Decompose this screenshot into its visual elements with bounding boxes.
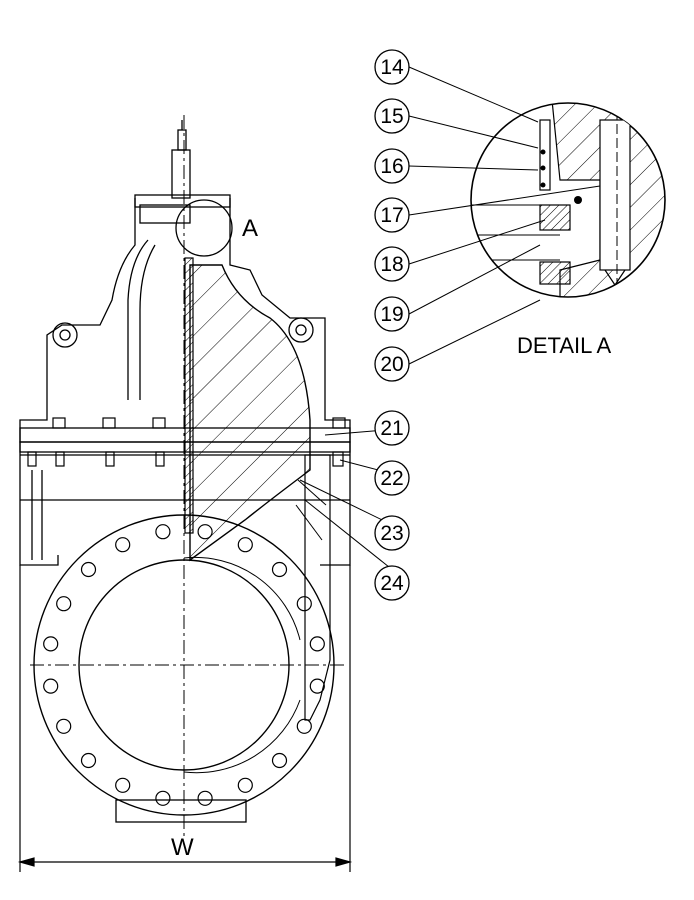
callout-number: 16 (380, 155, 403, 178)
callout-number: 21 (380, 417, 403, 440)
bolt-hole (115, 537, 131, 553)
threaded-stem (184, 257, 194, 534)
callout-bubble (374, 515, 410, 551)
bolt-hole (56, 718, 72, 734)
callout-number: 18 (380, 253, 403, 276)
bolt-hole (197, 790, 213, 806)
callout-number: 22 (380, 467, 403, 490)
bolt-hole (271, 561, 288, 578)
bolt-hole (43, 678, 59, 694)
bolt-hole (197, 524, 213, 540)
callout-bubble (374, 246, 410, 282)
callout-bubble (374, 49, 410, 85)
callout-bubble (374, 296, 410, 332)
bolt-hole (296, 718, 312, 734)
flange-bolt-holes (43, 524, 325, 806)
bolt-hole (237, 537, 253, 553)
callout-number: 20 (380, 353, 403, 376)
dimension-w (17, 565, 353, 872)
detail-a-marker-circle (175, 199, 233, 257)
callout-bubble (374, 148, 410, 184)
detail-a-title: DETAIL A (517, 333, 611, 358)
callout-bubble (374, 98, 410, 134)
gate-section (189, 264, 311, 562)
callout-leader (408, 66, 539, 123)
bolt-hole (309, 678, 325, 694)
callout-group: 14 15 16 17 18 19 20 21 22 23 24 (299, 49, 601, 601)
bolt-hole (237, 777, 253, 793)
callout-bubble (374, 565, 410, 601)
bolt-hole (56, 596, 72, 612)
callout-number: 14 (380, 56, 404, 79)
bolt-hole (309, 636, 325, 652)
bolt-hole (43, 636, 59, 652)
callout-bubble (374, 197, 410, 233)
callout-number: 19 (380, 303, 403, 326)
bolt-hole (296, 596, 312, 612)
bolt-hole (271, 752, 288, 769)
body-wall-right (304, 454, 331, 721)
bolt-hole (80, 752, 97, 769)
callout-bubble (374, 460, 410, 496)
detail-a-view: DETAIL A (470, 102, 666, 358)
bolt-hole (115, 777, 131, 793)
callout-number: 15 (380, 105, 403, 128)
callout-number: 17 (380, 204, 403, 227)
callout-leader (408, 115, 539, 149)
callout-leader (408, 219, 546, 265)
callout-bubble (374, 410, 410, 446)
dimension-w-label: W (171, 834, 194, 861)
flange-bolts (27, 417, 346, 467)
callout-number: 23 (380, 522, 403, 545)
callout-bubble (374, 346, 410, 382)
callout-number: 24 (380, 572, 404, 595)
callout-leader (408, 244, 541, 315)
bolt-hole (155, 524, 171, 540)
detail-a-marker-label: A (242, 215, 258, 242)
bolt-hole (80, 561, 97, 578)
callout-leader (408, 165, 539, 171)
callout-leader (408, 185, 601, 216)
callout-leader (408, 299, 541, 365)
pipe-flange (33, 514, 335, 816)
bolt-hole (155, 790, 171, 806)
